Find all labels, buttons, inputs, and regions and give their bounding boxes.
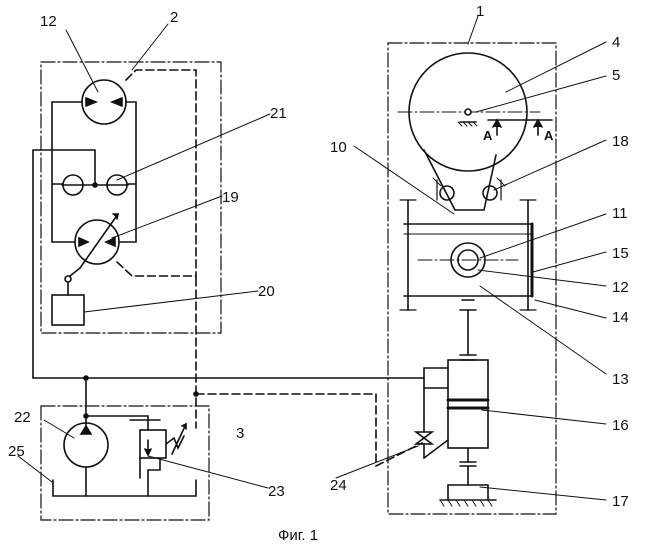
callout-15: 15 (612, 245, 629, 262)
callout-17: 17 (612, 493, 629, 510)
callout-20: 20 (258, 283, 275, 300)
callout-12a: 12 (40, 13, 57, 30)
slider-frame-13 (400, 200, 536, 310)
section-label-a-right: A (544, 128, 554, 143)
valve-24 (416, 420, 448, 458)
cylinder-16 (448, 360, 488, 485)
callout-21: 21 (270, 105, 287, 122)
callout-2: 2 (170, 9, 178, 26)
callout-16: 16 (612, 417, 629, 434)
hydraulic-motor-12 (82, 80, 126, 124)
block-3-frame (41, 406, 209, 520)
crank-11 (418, 243, 518, 277)
pump-22 (64, 423, 108, 467)
callout-18: 18 (612, 133, 629, 150)
callout-23: 23 (268, 483, 285, 500)
section-label-a-left: A (483, 128, 493, 143)
callout-1: 1 (476, 3, 484, 20)
tank-25 (53, 480, 196, 496)
callout-22: 22 (14, 409, 31, 426)
callout-19: 19 (222, 189, 239, 206)
callout-4: 4 (612, 34, 620, 51)
callout-3: 3 (236, 425, 244, 442)
control-unit-20 (52, 295, 84, 325)
callout-25: 25 (8, 443, 25, 460)
wheel-4 (398, 53, 540, 171)
relief-valve-23 (130, 420, 186, 470)
figure-caption: Фиг. 1 (278, 527, 318, 544)
callout-13: 13 (612, 371, 629, 388)
callout-24: 24 (330, 477, 347, 494)
variable-pump-19 (75, 214, 119, 268)
callout-5: 5 (612, 67, 620, 84)
callout-14: 14 (612, 309, 629, 326)
callout-12b: 12 (612, 279, 629, 296)
callout-11: 11 (612, 205, 628, 222)
callout-10: 10 (330, 139, 347, 156)
